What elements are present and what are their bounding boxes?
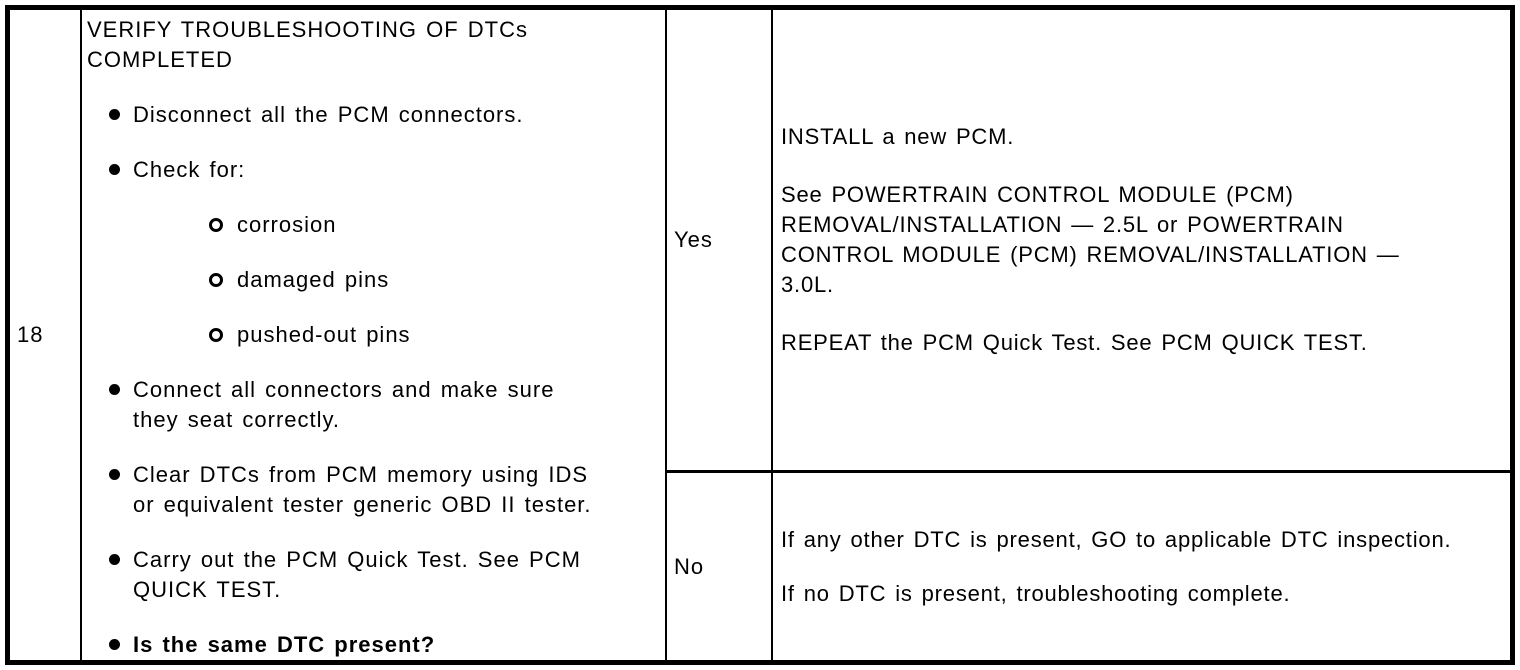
- action-paragraph: If any other DTC is present, GO to appli…: [781, 526, 1452, 552]
- procedure-substep-text: pushed-out pins: [237, 322, 411, 347]
- step-number: 18: [17, 322, 44, 347]
- step-number-cell: 18: [10, 10, 82, 660]
- procedure-step-text: Clear DTCs from PCM memory using IDS or …: [133, 462, 592, 517]
- procedure-question-text: Is the same DTC present?: [133, 632, 436, 657]
- procedure-step: Disconnect all the PCM connectors.: [87, 100, 661, 130]
- procedure-step-text: Connect all connectors and make sure the…: [133, 377, 555, 432]
- procedure-substep: corrosion: [87, 210, 661, 240]
- procedure-substep-text: corrosion: [237, 212, 337, 237]
- procedure-step-text: Check for:: [133, 157, 246, 182]
- procedure-question: Is the same DTC present?: [87, 630, 661, 660]
- results-section: Yes INSTALL a new PCM. See POWERTRAIN CO…: [667, 10, 1510, 660]
- troubleshooting-table: 18 VERIFY TROUBLESHOOTING OF DTCs COMPLE…: [5, 5, 1515, 665]
- answer-label: Yes: [674, 227, 713, 252]
- procedure-step-text: Disconnect all the PCM connectors.: [133, 102, 524, 127]
- answer-cell-yes: Yes: [667, 10, 773, 470]
- procedure-cell: VERIFY TROUBLESHOOTING OF DTCs COMPLETED…: [82, 10, 667, 660]
- action-paragraph: REPEAT the PCM Quick Test. See PCM QUICK…: [781, 330, 1368, 355]
- answer-cell-no: No: [667, 473, 773, 660]
- procedure-step: Connect all connectors and make sure the…: [87, 375, 661, 435]
- procedure-substep-text: damaged pins: [237, 267, 390, 292]
- procedure-step: Clear DTCs from PCM memory using IDS or …: [87, 460, 661, 520]
- filled-circle-icon: [109, 164, 120, 175]
- filled-circle-icon: [109, 639, 120, 650]
- outcome-row-yes: Yes INSTALL a new PCM. See POWERTRAIN CO…: [667, 10, 1510, 473]
- procedure-title: VERIFY TROUBLESHOOTING OF DTCs COMPLETED: [87, 17, 529, 72]
- action-cell-no: If any other DTC is present, GO to appli…: [773, 473, 1510, 660]
- open-circle-icon: [209, 328, 223, 342]
- filled-circle-icon: [109, 469, 120, 480]
- procedure-step-text: Carry out the PCM Quick Test. See PCM QU…: [133, 547, 581, 602]
- action-paragraph: INSTALL a new PCM.: [781, 124, 1015, 149]
- procedure-substep: pushed-out pins: [87, 320, 661, 350]
- procedure-step: Check for:: [87, 155, 661, 185]
- open-circle-icon: [209, 273, 223, 287]
- filled-circle-icon: [109, 109, 120, 120]
- action-paragraph: If no DTC is present, troubleshooting co…: [781, 580, 1291, 606]
- filled-circle-icon: [109, 384, 120, 395]
- filled-circle-icon: [109, 554, 120, 565]
- answer-label: No: [674, 553, 705, 579]
- outcome-row-no: No If any other DTC is present, GO to ap…: [667, 473, 1510, 660]
- action-cell-yes: INSTALL a new PCM. See POWERTRAIN CONTRO…: [773, 10, 1510, 470]
- procedure-step: Carry out the PCM Quick Test. See PCM QU…: [87, 545, 661, 605]
- open-circle-icon: [209, 218, 223, 232]
- action-paragraph: See POWERTRAIN CONTROL MODULE (PCM) REMO…: [781, 182, 1400, 297]
- procedure-substep: damaged pins: [87, 265, 661, 295]
